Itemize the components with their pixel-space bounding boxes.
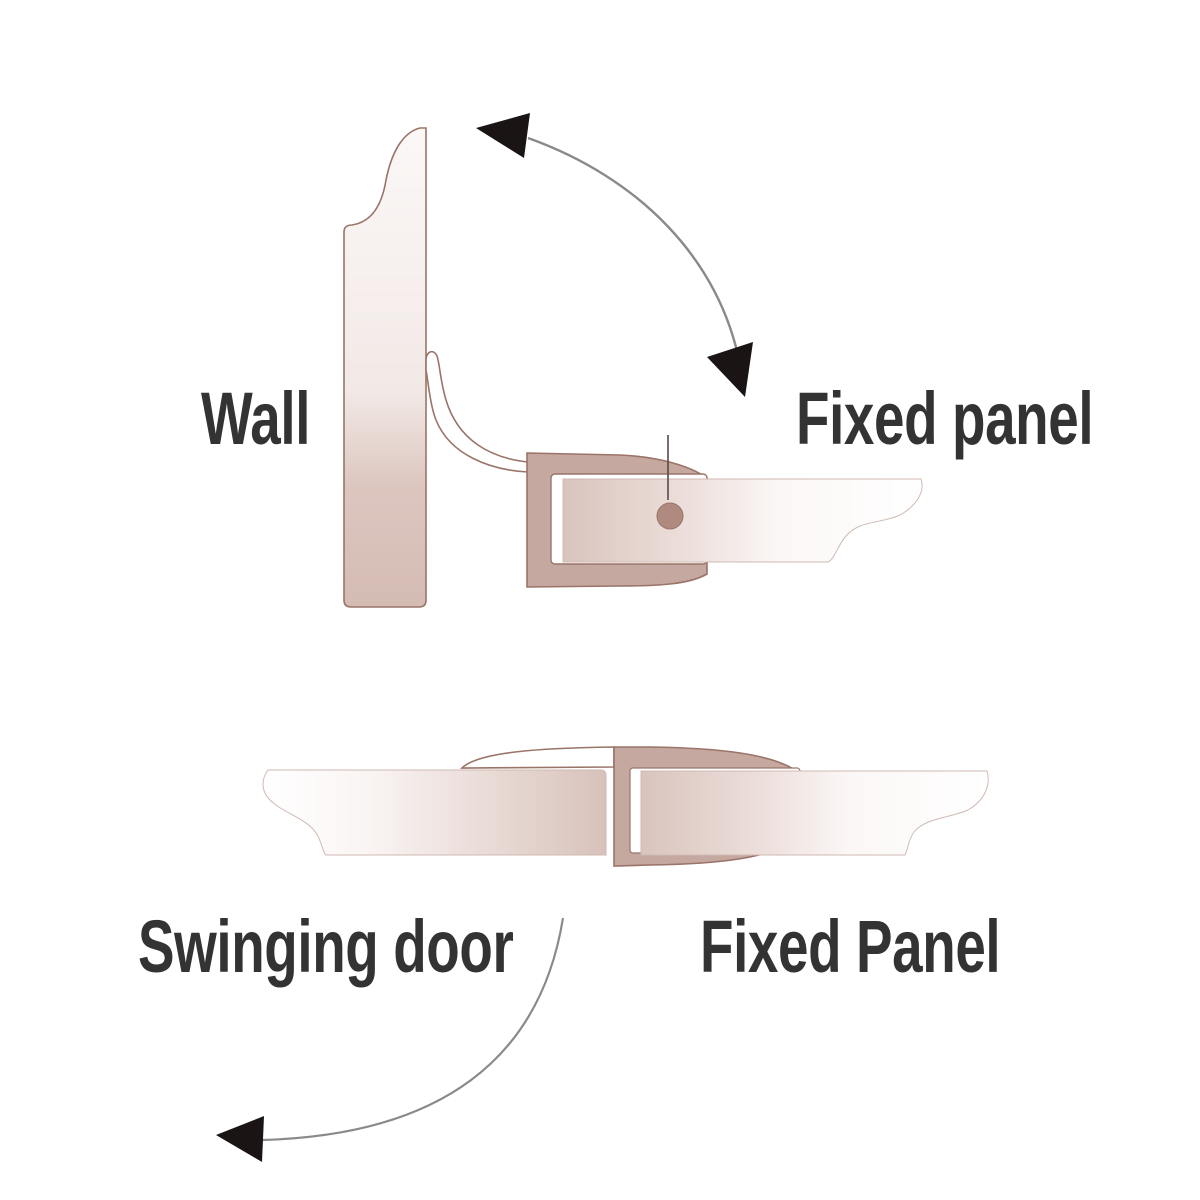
fixed-panel-glass-bottom xyxy=(640,770,989,856)
door-seal-fin xyxy=(460,746,615,769)
wall-shape xyxy=(343,127,427,608)
wall-label: Wall xyxy=(201,377,311,460)
fixed-panel-label-top: Fixed panel xyxy=(796,377,1094,460)
seal-pin xyxy=(656,435,684,530)
swing-arrow-icon xyxy=(216,917,565,1162)
swinging-door-glass xyxy=(262,769,607,856)
double-arrow-icon xyxy=(476,113,753,397)
wall-seal-fin xyxy=(425,350,529,473)
fixed-panel-label-bottom: Fixed Panel xyxy=(700,905,1001,988)
swinging-door-label: Swinging door xyxy=(138,905,514,988)
fixed-panel-glass-top xyxy=(562,478,923,563)
